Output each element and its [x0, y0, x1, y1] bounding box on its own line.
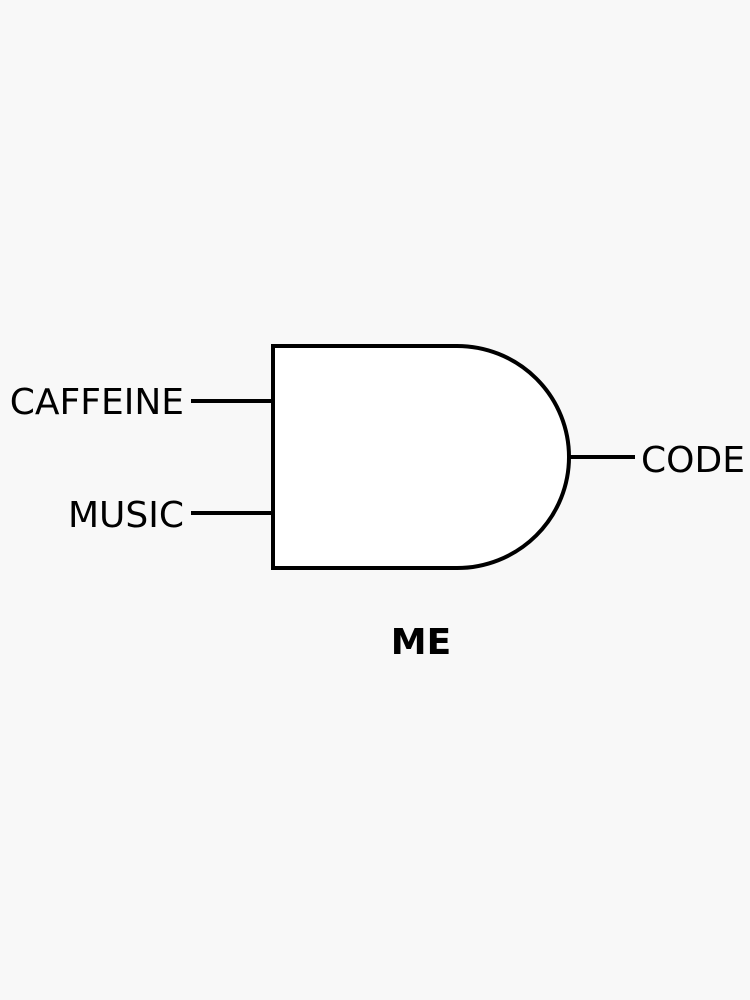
- input-label-caffeine: CAFFEINE: [10, 382, 184, 423]
- input-label-music: MUSIC: [68, 495, 184, 536]
- gate-label: ME: [391, 622, 451, 663]
- output-label-code: CODE: [641, 440, 745, 481]
- and-gate-symbol: [271, 344, 571, 570]
